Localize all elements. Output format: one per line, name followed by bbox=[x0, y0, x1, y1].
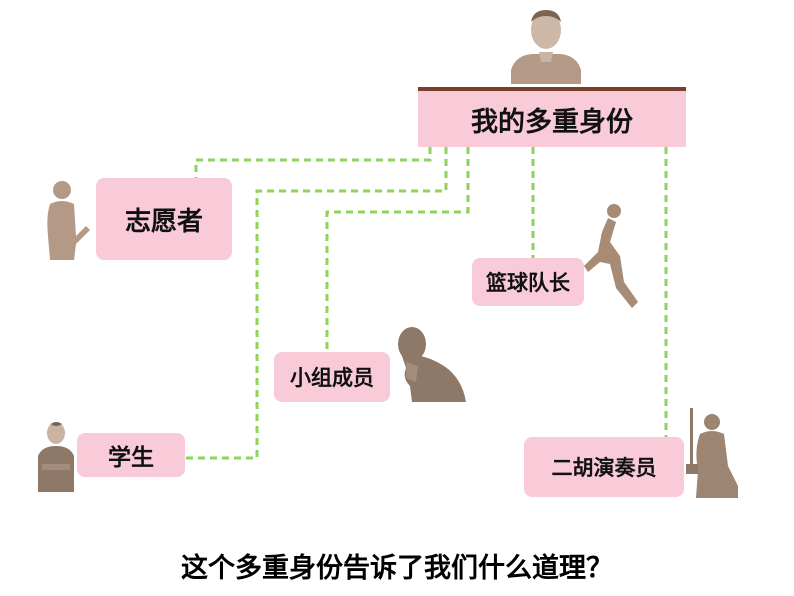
main-identity-box: 我的多重身份 bbox=[418, 87, 686, 147]
connector-volunteer bbox=[194, 147, 432, 180]
role-box-group-member: 小组成员 bbox=[274, 352, 390, 402]
erhu-player-icon bbox=[682, 406, 738, 498]
volunteer-figure-icon bbox=[40, 176, 98, 260]
role-box-volunteer: 志愿者 bbox=[96, 178, 232, 260]
role-box-basketball-captain: 篮球队长 bbox=[472, 258, 584, 306]
role-box-student: 学生 bbox=[77, 433, 185, 477]
student-figure-icon bbox=[34, 420, 78, 492]
thinking-person-icon bbox=[392, 322, 468, 402]
role-box-erhu-player: 二胡演奏员 bbox=[524, 437, 684, 497]
connector-student bbox=[186, 147, 448, 460]
person-portrait-icon bbox=[511, 4, 581, 84]
basketball-player-icon bbox=[580, 202, 644, 312]
connector-group bbox=[325, 147, 470, 353]
question-text: 这个多重身份告诉了我们什么道理？ bbox=[181, 553, 613, 584]
